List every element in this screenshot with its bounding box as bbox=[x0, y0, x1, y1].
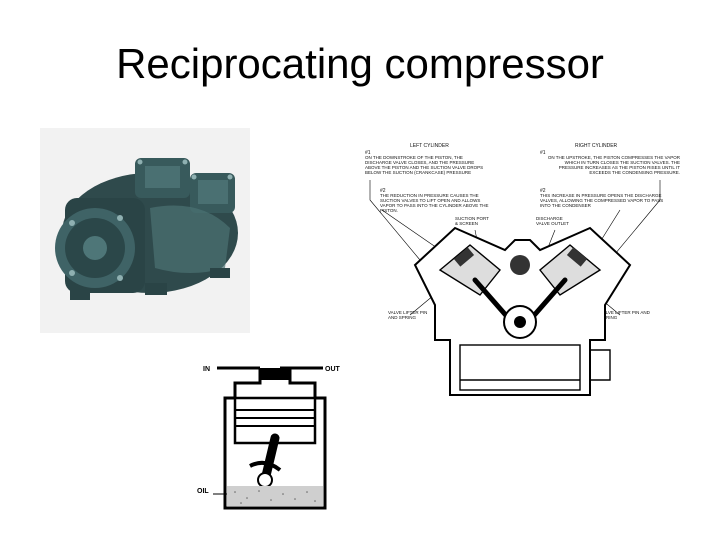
in-label: IN bbox=[203, 366, 210, 373]
note3-text: ON THE UPSTROKE, THE PISTON COMPRESSES T… bbox=[547, 155, 680, 175]
out-label: OUT bbox=[325, 366, 341, 373]
discharge-outlet-label: DISCHARGE VALVE OUTLET bbox=[536, 216, 569, 226]
cutaway-diagram: LEFT CYLINDER RIGHT CYLINDER #1 ON THE D… bbox=[365, 143, 680, 396]
note2-text: THE REDUCTION IN PRESSURE CAUSES THE SUC… bbox=[380, 193, 489, 213]
oil-label: OIL bbox=[197, 488, 209, 495]
note2-num: #2 bbox=[380, 188, 386, 194]
note1-num: #1 bbox=[365, 150, 371, 156]
compressor-photo bbox=[40, 128, 250, 333]
note1-text: ON THE DOWNSTROKE OF THE PISTON, THE DIS… bbox=[365, 155, 484, 175]
right-cylinder-label: RIGHT CYLINDER bbox=[575, 143, 618, 149]
suction-port-label: SUCTION PORT & SCREEN bbox=[455, 216, 489, 226]
piston-diagram: IN OUT OIL bbox=[197, 366, 341, 510]
slide-title: Reciprocating compressor bbox=[116, 40, 604, 87]
note4-num: #2 bbox=[540, 188, 546, 194]
note3-num: #1 bbox=[540, 150, 546, 156]
valve-lifter-left-label: VALVE LIFTER PIN AND SPRING bbox=[388, 310, 428, 320]
valve-lifter-right-label: VALVE LIFTER PIN AND SPRING bbox=[600, 310, 650, 320]
note4-text: THIS INCREASE IN PRESSURE OPENS THE DISC… bbox=[540, 193, 664, 208]
left-cylinder-label: LEFT CYLINDER bbox=[410, 143, 449, 149]
